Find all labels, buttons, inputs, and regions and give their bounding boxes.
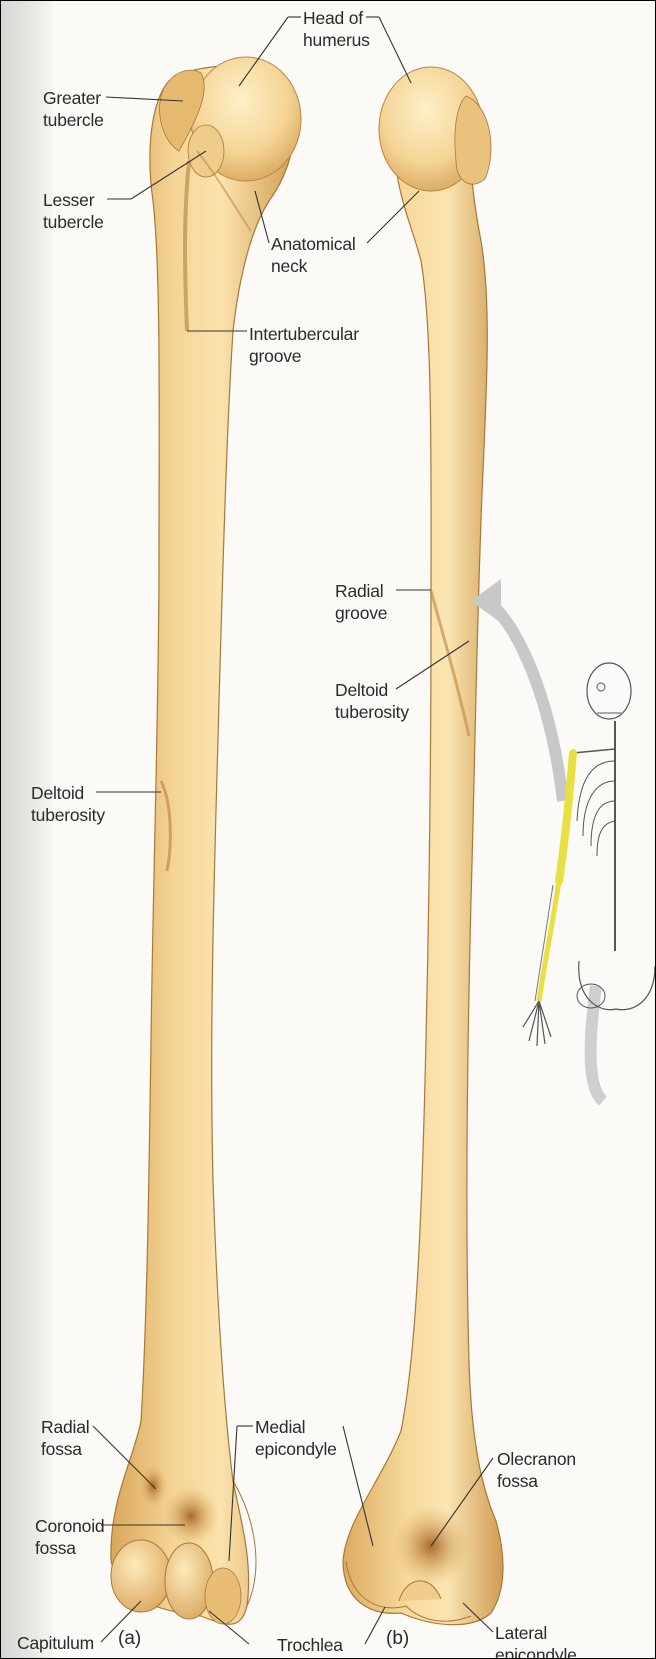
- label-capitulum: Capitulum: [17, 1632, 94, 1654]
- caption-a: (a): [118, 1628, 141, 1650]
- skeleton-thumbnail: [471, 579, 655, 1101]
- label-deltoid-tuberosity-b: Deltoid tuberosity: [335, 679, 409, 723]
- humerus-posterior: [343, 67, 503, 1625]
- humerus-anterior: [111, 57, 301, 1624]
- label-lateral-epicondyle: Lateral epicondyle: [495, 1622, 577, 1659]
- label-radial-groove: Radial groove: [335, 580, 387, 624]
- label-greater-tubercle: Greater tubercle: [43, 87, 104, 131]
- label-intertubercular-groove: Intertubercular groove: [249, 323, 359, 367]
- label-trochlea: Trochlea: [277, 1634, 343, 1656]
- label-radial-fossa: Radial fossa: [41, 1416, 89, 1460]
- label-olecranon-fossa: Olecranon fossa: [497, 1448, 576, 1492]
- label-coronoid-fossa: Coronoid fossa: [35, 1515, 104, 1559]
- label-lesser-tubercle: Lesser tubercle: [43, 189, 104, 233]
- label-medial-epicondyle: Medial epicondyle: [255, 1416, 337, 1460]
- label-head-of-humerus: Head of humerus: [303, 7, 370, 51]
- caption-b: (b): [386, 1628, 409, 1650]
- label-anatomical-neck: Anatomical neck: [271, 233, 356, 277]
- label-deltoid-tuberosity-a: Deltoid tuberosity: [31, 782, 105, 826]
